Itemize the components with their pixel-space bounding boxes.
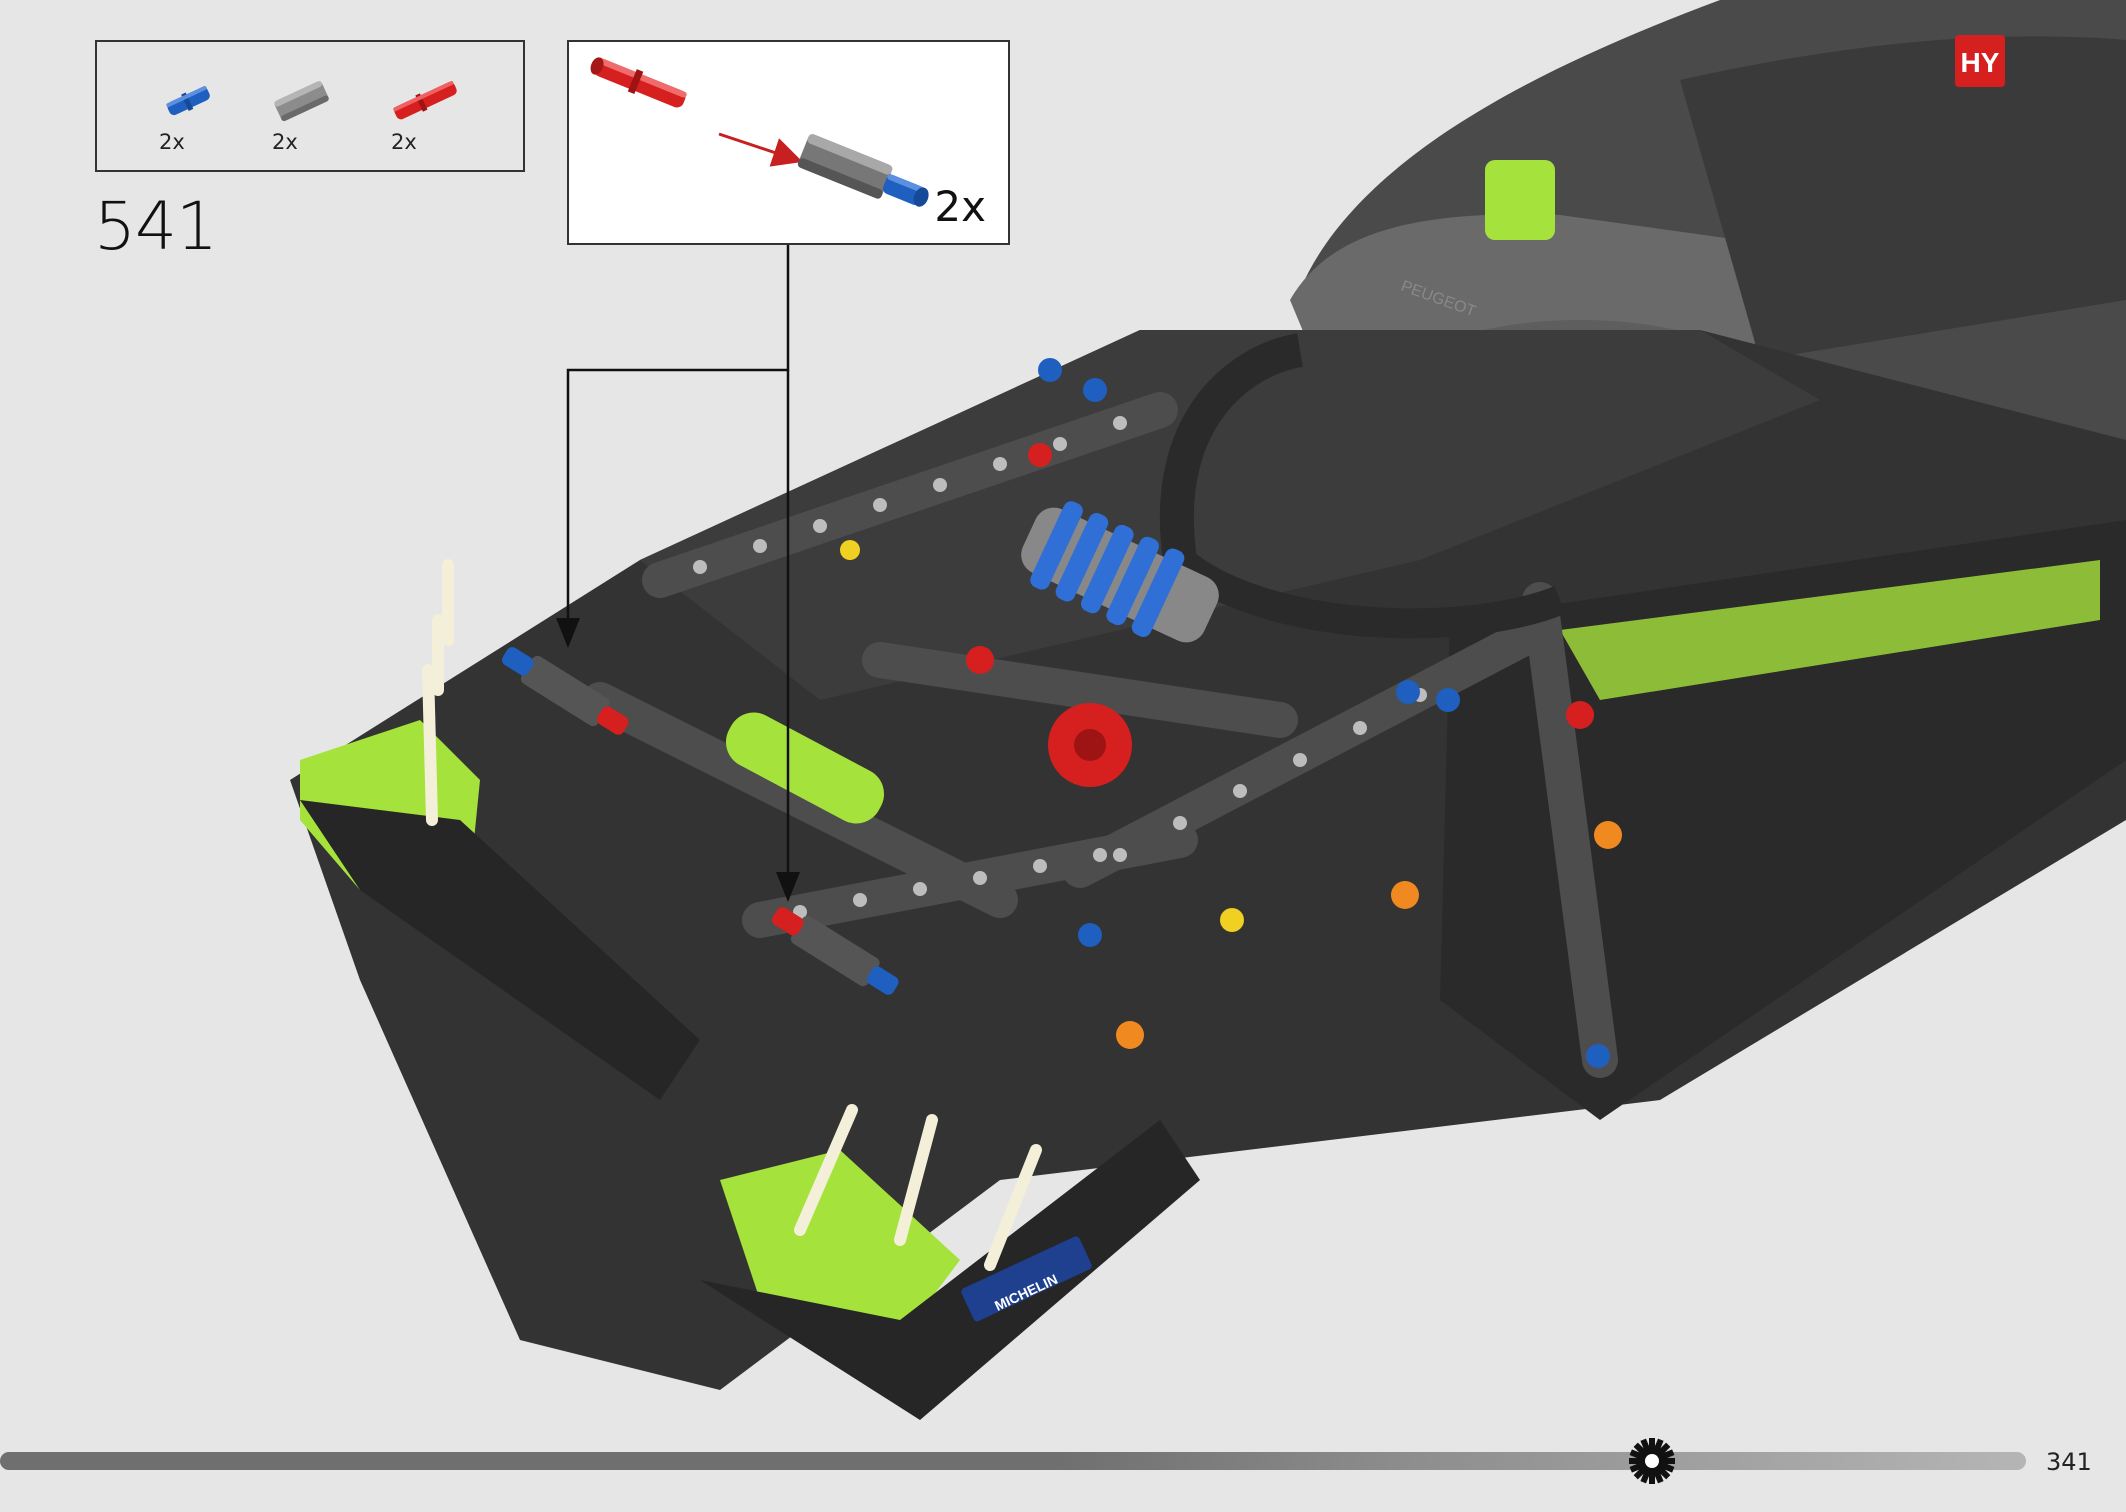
installed-pin-upper bbox=[502, 647, 629, 735]
hy-badge-text: HY bbox=[1961, 47, 2000, 78]
pointer-arrow-upper bbox=[556, 618, 580, 648]
front-skid-left bbox=[300, 800, 700, 1100]
upper-panel bbox=[1680, 36, 2126, 361]
part-red-axle-pin: 2x bbox=[381, 72, 471, 162]
front-skid-lower bbox=[700, 1120, 1200, 1420]
cockpit-ring bbox=[1159, 333, 1304, 563]
hy-badge bbox=[1955, 35, 2005, 87]
pointer-arrow-lower bbox=[776, 872, 800, 902]
installed-pin-lower bbox=[772, 907, 899, 995]
parts-list-box: 2x 2x 2x bbox=[95, 40, 525, 172]
sub-assembly-callout: 2x bbox=[567, 40, 1010, 245]
callout-quantity: 2x bbox=[934, 182, 986, 231]
green-liftarm bbox=[725, 712, 885, 824]
part-quantity: 2x bbox=[159, 130, 185, 154]
side-green-strip bbox=[1560, 560, 2100, 700]
accent-pins bbox=[840, 358, 1622, 1068]
michelin-decal bbox=[961, 1236, 1092, 1322]
part-gray-axle-connector: 2x bbox=[262, 72, 352, 162]
part-quantity: 2x bbox=[391, 130, 417, 154]
chassis-top-plate bbox=[640, 330, 1820, 700]
part-blue-axle-pin: 2x bbox=[149, 72, 239, 162]
sub-assembly-illustration bbox=[590, 57, 929, 207]
shock-absorber bbox=[1021, 501, 1219, 643]
front-lower-green-wing bbox=[720, 1150, 960, 1340]
part-quantity: 2x bbox=[272, 130, 298, 154]
gear-icon bbox=[1629, 1438, 1675, 1484]
cockpit-ring-lower bbox=[1170, 548, 1566, 639]
green-accent-top bbox=[1485, 160, 1555, 240]
page-number: 341 bbox=[2046, 1448, 2092, 1476]
progress-bar bbox=[0, 1452, 2026, 1470]
white-rods bbox=[422, 559, 1042, 1271]
step-number: 541 bbox=[94, 188, 218, 265]
